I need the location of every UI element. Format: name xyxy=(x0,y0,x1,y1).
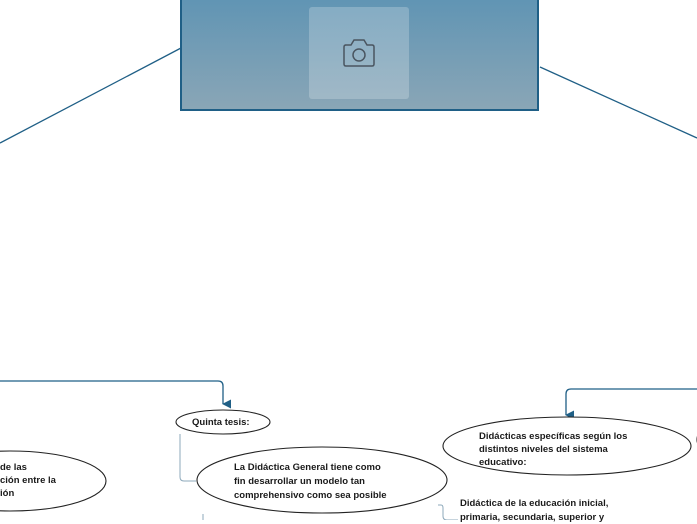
didactica-educacion-line-2: primaria, secundaria, superior y xyxy=(460,512,605,523)
didactica-general-line-1: La Didáctica General tiene como xyxy=(234,462,381,473)
bubble-quinta-tesis[interactable] xyxy=(175,409,271,435)
left-partial-line-1: de las xyxy=(0,462,27,473)
left-partial-line-3: ión xyxy=(0,488,15,499)
didacticas-especificas-line-2: distintos niveles del sistema xyxy=(479,444,608,455)
quinta-tesis-label: Quinta tesis: xyxy=(192,417,250,428)
connector-quinta-to-general xyxy=(179,434,196,482)
didacticas-especificas-line-1: Didácticas específicas según los xyxy=(479,431,628,442)
connector-left xyxy=(0,47,182,144)
left-partial-line-2: ción entre la xyxy=(0,475,56,486)
bubble-didactica-general[interactable] xyxy=(196,446,448,514)
image-placeholder[interactable] xyxy=(309,7,409,99)
arrow-to-quinta-tesis xyxy=(0,380,232,409)
central-node[interactable] xyxy=(180,0,539,111)
arrow-to-didacticas-especificas xyxy=(565,388,697,420)
connector-right xyxy=(539,66,697,139)
bubble-left-partial[interactable] xyxy=(0,450,107,512)
didacticas-especificas-line-3: educativo: xyxy=(479,457,527,468)
didactica-general-line-3: comprehensivo como sea posible xyxy=(234,490,387,501)
didactica-educacion-line-1: Didáctica de la educación inicial, xyxy=(460,498,609,509)
bubble-didacticas-especificas[interactable] xyxy=(442,416,692,476)
connector-general-to-educacion xyxy=(438,504,458,520)
didactica-general-line-2: fin desarrollar un modelo tan xyxy=(234,476,365,487)
camera-icon xyxy=(343,39,375,67)
